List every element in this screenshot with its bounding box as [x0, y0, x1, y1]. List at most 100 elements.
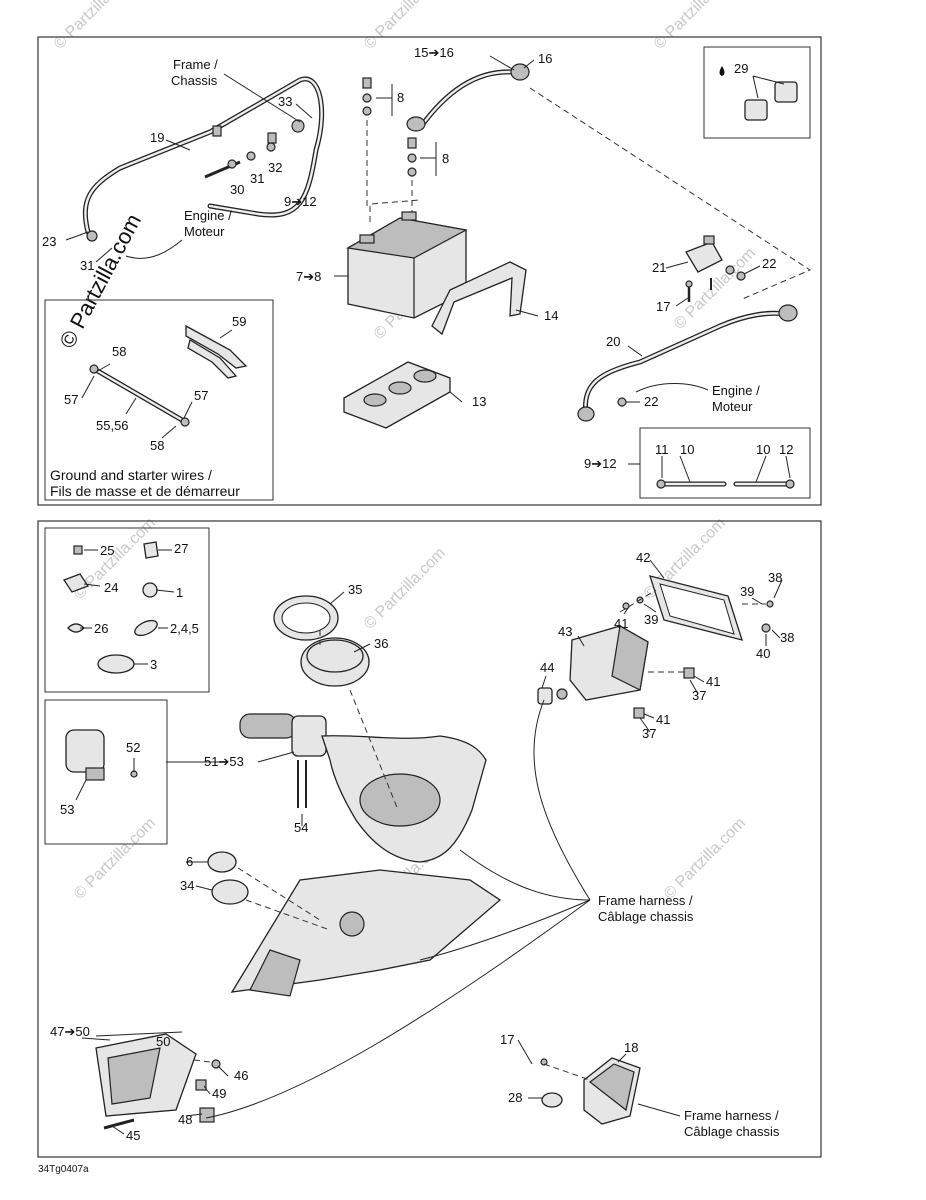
dashed-lines-bottom	[193, 589, 766, 1081]
leader-lines-bottom	[75, 549, 783, 1135]
callout: 30	[230, 182, 244, 197]
cdi-module-18	[540, 1057, 641, 1125]
battery-7-8	[346, 199, 468, 319]
callout: 8	[397, 90, 404, 105]
callout: 22	[644, 394, 658, 409]
terminal-inset-box	[639, 427, 811, 499]
battery-tray-13	[343, 361, 451, 429]
callout: 55,56	[96, 418, 129, 433]
frame-harness-label: Frame harness /	[684, 1108, 779, 1123]
callout: 16	[538, 51, 552, 66]
callout: 46	[234, 1068, 248, 1083]
engine-moteur-label: Engine /	[712, 383, 760, 398]
callout: 31	[250, 171, 264, 186]
callout: 41	[656, 712, 670, 727]
callout: 3	[150, 657, 157, 672]
callout: 44	[540, 660, 554, 675]
callout: 32	[268, 160, 282, 175]
callout: 19	[150, 130, 164, 145]
callout: 13	[472, 394, 486, 409]
callout: 43	[558, 624, 572, 639]
harness-lines-bottom	[205, 699, 681, 1119]
callout: 37	[692, 688, 706, 703]
regulator-47-50	[95, 1033, 221, 1130]
callout: 38	[768, 570, 782, 585]
callout: 33	[278, 94, 292, 109]
bulb-socket-44	[537, 687, 568, 705]
callout: 31	[80, 258, 94, 273]
callout: 8	[442, 151, 449, 166]
top-labels: Frame / Chassis Engine / Moteur Engine /…	[42, 45, 793, 499]
engine-moteur-label: Moteur	[712, 399, 753, 414]
watermark: © Partzilla.com	[361, 545, 449, 633]
ground-wire-55-56	[89, 364, 190, 427]
callout: 27	[174, 541, 188, 556]
headlight-43	[569, 625, 649, 701]
watermark: © Partzilla.com	[71, 815, 159, 903]
callout: 14	[544, 308, 558, 323]
callout: 35	[348, 582, 362, 597]
callout: 10	[756, 442, 770, 457]
callout: 7➔8	[296, 269, 321, 284]
frame-chassis-label: Chassis	[171, 73, 218, 88]
frame-chassis-label: Frame /	[173, 57, 218, 72]
connector-inset-box	[703, 46, 811, 139]
engine-moteur-label: Moteur	[184, 224, 225, 239]
starter-cable-20	[577, 304, 798, 422]
watermark: © Partzilla.com	[661, 815, 749, 903]
frame-harness-label: Frame harness /	[598, 893, 693, 908]
starter-cable-16	[406, 63, 530, 132]
callout: 17	[656, 299, 670, 314]
callout: 54	[294, 820, 308, 835]
starter-solenoid-21	[685, 235, 746, 302]
callout: 6	[186, 854, 193, 869]
callout: 24	[104, 580, 118, 595]
top-panel-frame	[37, 36, 822, 506]
callout: 10	[680, 442, 694, 457]
callout: 50	[156, 1034, 170, 1049]
bottom-panel-frame	[37, 520, 822, 1158]
ground-box-caption: Fils de masse et de démarreur	[50, 483, 240, 499]
callout: 22	[762, 256, 776, 271]
gauge-ring-35	[273, 595, 339, 641]
callout: 49	[212, 1086, 226, 1101]
callout: 37	[642, 726, 656, 741]
pliers-59	[185, 324, 248, 379]
gauge-36	[300, 637, 370, 687]
callout: 9➔12	[284, 194, 317, 209]
engine-moteur-label: Engine /	[184, 208, 232, 223]
callout: 34	[180, 878, 194, 893]
callout: 39	[740, 584, 754, 599]
fasteners-inset-box	[44, 527, 210, 693]
callout: 38	[780, 630, 794, 645]
bolt-stack-8a	[362, 77, 372, 210]
callout: 58	[112, 344, 126, 359]
droplet-icon	[719, 66, 725, 76]
callout: 45	[126, 1128, 140, 1143]
callout: 18	[624, 1040, 638, 1055]
callout: 15➔16	[414, 45, 454, 60]
callout: 41	[614, 616, 628, 631]
callout: 51➔53	[204, 754, 244, 769]
indicator-6	[207, 851, 237, 873]
callout: 41	[706, 674, 720, 689]
harness-dash-line	[529, 87, 812, 301]
callout: 9➔12	[584, 456, 617, 471]
battery-strap-14	[431, 261, 527, 336]
ground-wires-inset	[44, 299, 274, 501]
watermark: © Partzilla.com	[51, 0, 139, 53]
callout: 23	[42, 234, 56, 249]
callout: 29	[734, 61, 748, 76]
figure-code: 34Tg0407a	[38, 1164, 89, 1175]
leader-lines-top	[65, 55, 791, 483]
callout: 48	[178, 1112, 192, 1127]
callout: 53	[60, 802, 74, 817]
terminals-10-12	[656, 479, 795, 489]
bolt-stack-8b	[407, 137, 417, 215]
callout: 17	[500, 1032, 514, 1047]
front-fairing	[321, 735, 487, 863]
callout: 40	[756, 646, 770, 661]
callout: 57	[64, 392, 78, 407]
headlight-frame-42	[649, 575, 743, 641]
